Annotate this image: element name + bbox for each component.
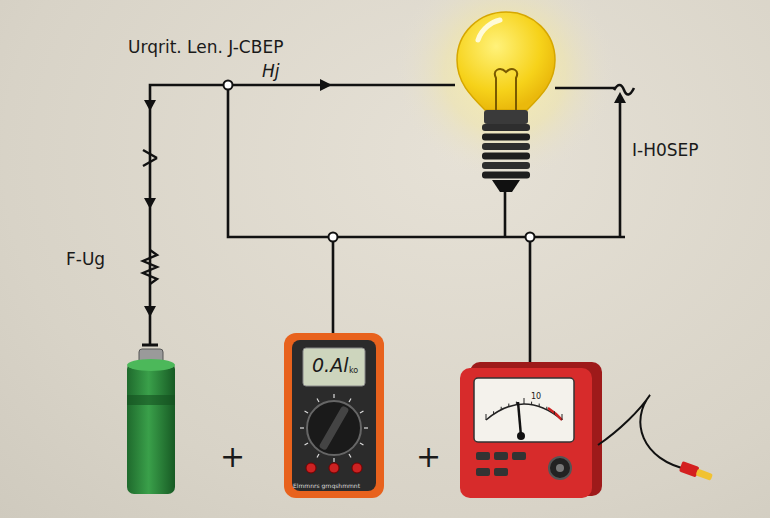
scale-tick — [501, 407, 502, 410]
button — [512, 452, 526, 460]
wire — [619, 100, 622, 237]
dial-knob — [319, 405, 350, 451]
dial-tick — [364, 427, 368, 428]
dial-tick — [349, 399, 351, 402]
arrowhead — [144, 198, 156, 209]
battery-body — [127, 362, 175, 494]
scale-tick — [531, 402, 532, 405]
wire — [332, 237, 335, 335]
lcd-display — [303, 348, 365, 386]
highlight — [478, 20, 500, 40]
button — [494, 468, 508, 476]
plus-sign: + — [416, 440, 441, 473]
scale-number: 10 — [531, 393, 541, 402]
needle — [518, 402, 521, 436]
battery — [127, 345, 175, 494]
junction-dot — [329, 233, 338, 242]
arrows — [144, 79, 626, 317]
dial-tick — [360, 411, 363, 413]
dial-tick — [333, 394, 334, 398]
dial-tick — [300, 427, 304, 428]
arrowhead — [144, 100, 156, 111]
scale-tick — [493, 411, 494, 414]
meter-housing — [460, 368, 592, 498]
screw-thread — [482, 162, 530, 169]
component-label: F-Ug — [66, 250, 105, 269]
probe-jack — [306, 463, 316, 473]
resistor-symbol — [143, 250, 157, 284]
battery-band — [127, 395, 175, 405]
scale-tick — [516, 402, 517, 405]
dial-tick — [317, 399, 319, 402]
component-label: I-H0SEP — [632, 141, 699, 160]
bulb-glass — [457, 12, 555, 110]
lcd-reading: 0.Al — [312, 355, 348, 376]
scale-tick — [508, 404, 509, 407]
screw-thread — [482, 134, 530, 141]
junction-dot — [224, 81, 233, 90]
meter-housing — [284, 333, 384, 498]
wire — [504, 190, 507, 237]
red-zone — [548, 408, 562, 420]
wire — [228, 85, 625, 237]
scale-tick — [546, 407, 547, 410]
dial-tick — [305, 411, 308, 413]
probe-jack — [329, 463, 339, 473]
needle-pivot — [517, 432, 525, 440]
dial-tick — [333, 458, 334, 462]
junction-dot — [526, 233, 535, 242]
button — [476, 452, 490, 460]
component-symbol-label: Hj — [262, 62, 280, 81]
button — [494, 452, 508, 460]
bulb-tip — [492, 180, 520, 192]
analog-meter — [460, 362, 602, 498]
wires — [150, 85, 634, 368]
battery-terminal — [142, 344, 158, 347]
filament — [495, 69, 517, 110]
arrowhead — [614, 92, 626, 103]
scale-tick — [562, 414, 563, 420]
test-probe — [679, 461, 714, 483]
scale-arc — [486, 404, 562, 420]
digital-multimeter — [284, 333, 384, 498]
switch-symbol — [143, 150, 157, 166]
battery-top — [127, 359, 175, 371]
meter-brand: Elmmnrs grnqshmmnt — [293, 483, 360, 490]
wire — [150, 85, 455, 345]
meter-scale-face — [474, 378, 574, 442]
dial-tick — [360, 443, 363, 445]
screw-thread — [482, 143, 530, 150]
dial-tick — [349, 454, 351, 457]
screw-thread — [482, 172, 530, 179]
ac-symbol — [614, 85, 634, 95]
screw-thread — [482, 153, 530, 160]
jack — [549, 457, 571, 479]
buttons — [476, 452, 526, 476]
wire — [529, 237, 532, 368]
scale-tick — [554, 411, 555, 414]
arrowhead — [144, 306, 156, 317]
screw-thread — [482, 124, 530, 131]
wire — [555, 87, 615, 90]
scale-tick — [524, 398, 525, 404]
dial-tick — [317, 454, 319, 457]
unit-label: ko — [349, 367, 358, 376]
plus-sign: + — [220, 440, 245, 473]
scale-tick — [539, 404, 540, 407]
probe-tip — [696, 469, 713, 481]
rotary-dial — [307, 401, 361, 455]
probe-cable — [598, 395, 690, 470]
arrowhead — [320, 79, 332, 91]
dial-tick — [305, 443, 308, 445]
bulb-neck — [484, 110, 528, 124]
button — [476, 468, 490, 476]
meter-face — [292, 340, 376, 491]
circuit-title-label: Urqrit. Len. J-CBEP — [128, 38, 283, 57]
scale-tick — [486, 414, 487, 420]
light-bulb — [457, 12, 555, 192]
bulb-glow — [395, 0, 615, 182]
jack-core — [556, 464, 564, 472]
probe-jack — [352, 463, 362, 473]
